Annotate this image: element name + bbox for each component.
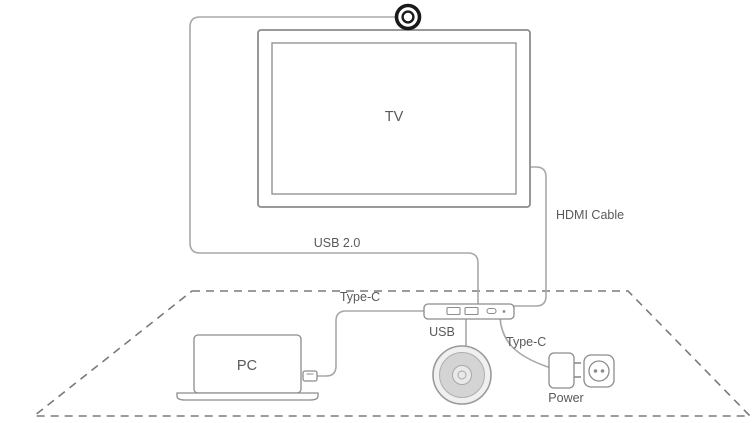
laptop-base — [176, 392, 319, 401]
tv-label: TV — [385, 109, 404, 125]
speaker-center-detail — [457, 370, 467, 380]
usb-plug-body — [302, 370, 318, 382]
outlet-icon — [583, 354, 615, 388]
typec-power-label: Type-C — [506, 335, 546, 349]
laptop: PC — [176, 334, 319, 401]
outlet-socket — [588, 360, 610, 382]
usb-plug-icon — [302, 370, 318, 382]
hub-port-3 — [486, 307, 497, 315]
camera-icon — [394, 3, 422, 31]
hdmi-label: HDMI Cable — [556, 208, 624, 222]
usb-hub-label: USB — [429, 325, 455, 339]
usb2-cable — [189, 16, 479, 305]
camera-lens — [401, 10, 415, 24]
usb2-label: USB 2.0 — [314, 236, 361, 250]
hdmi-cable — [513, 166, 547, 307]
speaker-center-button — [452, 365, 472, 385]
hub-led — [502, 310, 506, 313]
hub-port-1 — [446, 306, 461, 316]
power-adapter — [548, 352, 615, 389]
speakerphone — [432, 345, 492, 405]
pc-label: PC — [237, 358, 257, 374]
typec-hub-label: Type-C — [340, 290, 380, 304]
adapter-body — [548, 352, 575, 389]
outlet-hole-right — [600, 369, 605, 373]
table-surface-outline — [31, 290, 752, 417]
tv-screen — [271, 42, 517, 195]
tv-display: TV — [257, 29, 531, 208]
hub-port-2 — [464, 306, 479, 316]
usb-hub — [423, 303, 515, 320]
power-label: Power — [548, 391, 583, 405]
typec-cable-pc — [316, 310, 425, 377]
typec-cable-power — [499, 317, 549, 368]
outlet-hole-left — [593, 369, 598, 373]
